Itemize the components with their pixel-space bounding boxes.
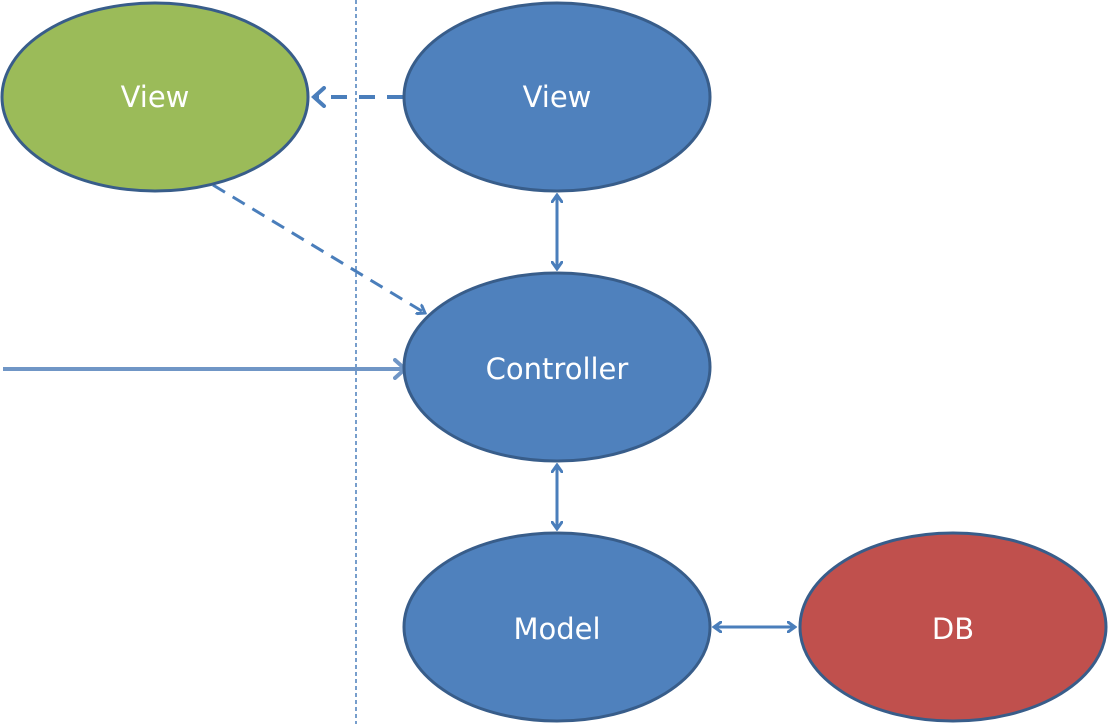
node-model: Model (402, 531, 712, 723)
node-db: DB (798, 531, 1108, 723)
edge-client-view-to-controller (212, 183, 425, 313)
node-controller-label: Controller (486, 352, 629, 386)
node-controller: Controller (402, 271, 712, 463)
node-view-label: View (523, 80, 592, 114)
node-client-view: View (0, 1, 310, 193)
node-model-label: Model (513, 612, 600, 646)
node-view: View (402, 1, 712, 193)
node-client-view-label: View (121, 80, 190, 114)
node-db-label: DB (932, 612, 974, 646)
